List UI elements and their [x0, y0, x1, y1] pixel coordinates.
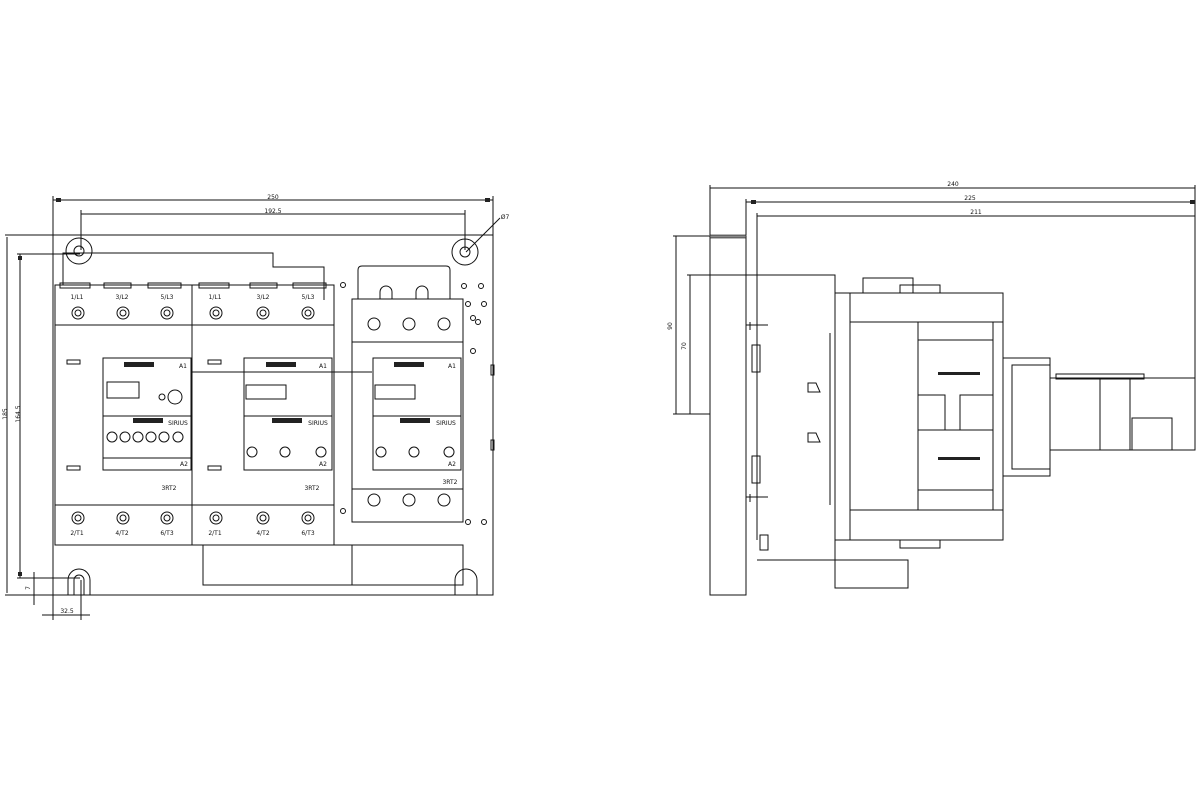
mounting-plate-side	[709, 235, 747, 596]
dimension-label: 250	[267, 194, 279, 201]
dimension-hole-spacing-horizontal: 192.5	[80, 208, 466, 250]
brand-label: SIRIUS	[436, 420, 456, 427]
terminal-label: A1	[319, 363, 327, 370]
dimension-label: 211	[970, 209, 982, 216]
mounting-plate	[52, 234, 494, 596]
dimension-overall-width: 250	[52, 194, 494, 240]
terminal-label: A2	[180, 461, 188, 468]
terminal-label: 5/L3	[302, 294, 315, 301]
dimension-height-lower: 70	[681, 274, 760, 414]
front-view: 250 192.5 Ø7 185 164.5 7	[2, 194, 509, 620]
dimension-label: 70	[681, 342, 688, 350]
contactor-2: 1/L1 3/L2 5/L3 2/T1 4/T2 6/T3 SIRIUS A1 …	[191, 282, 335, 546]
dimension-label: 225	[964, 195, 976, 202]
overload-relay-side	[1002, 357, 1196, 477]
terminal-label: A2	[448, 461, 456, 468]
plate-holes	[340, 282, 495, 525]
brand-label: SIRIUS	[168, 420, 188, 427]
lower-busbar	[202, 544, 464, 586]
terminal-label: 5/L3	[161, 294, 174, 301]
terminal-label: 1/L1	[71, 294, 84, 301]
terminal-label: 6/T3	[301, 530, 315, 537]
dimension-height-upper: 90	[667, 235, 710, 415]
terminal-label: 4/T2	[115, 530, 129, 537]
contactor-3: SIRIUS A1 A2 3RT2	[351, 265, 464, 523]
dimension-overall-height: 185	[2, 234, 493, 596]
din-rail-clips	[746, 322, 769, 551]
dimension-label: 32.5	[60, 608, 74, 615]
terminal-label: 3/L2	[257, 294, 270, 301]
contactor-1: 1/L1 3/L2 5/L3 2/T1 4/T2 6/T3 SIRIUS A2 …	[54, 282, 193, 546]
terminal-label: 1/L1	[209, 294, 222, 301]
dimension-depth-from-plate: 225	[745, 195, 1195, 235]
mounting-holes	[65, 237, 479, 595]
terminal-label: 2/T1	[208, 530, 222, 537]
terminal-label: 4/T2	[256, 530, 270, 537]
terminal-label: A1	[448, 363, 456, 370]
terminal-label: A1	[179, 363, 187, 370]
terminal-label: 3/L2	[116, 294, 129, 301]
dimension-overall-depth: 240	[709, 181, 1196, 378]
brand-label: SIRIUS	[308, 420, 328, 427]
type-label: 3RT2	[304, 485, 319, 492]
side-view: 240 225 211 90 70	[667, 181, 1196, 596]
dimension-label: 185	[2, 408, 9, 420]
dimension-hole-spacing-vertical: 164.5	[15, 253, 80, 579]
dimension-label: 240	[947, 181, 959, 188]
type-label: 3RT2	[442, 479, 457, 486]
terminal-label: 2/T1	[70, 530, 84, 537]
dimension-label: 7	[25, 586, 32, 590]
dimension-label: 90	[667, 322, 674, 330]
terminal-label: A2	[319, 461, 327, 468]
dimension-label: Ø7	[501, 214, 510, 221]
dimension-label: 164.5	[15, 405, 22, 422]
dimension-hole-offset-left: 32.5	[42, 580, 90, 620]
type-label: 3RT2	[161, 485, 176, 492]
contactor-body-side	[757, 274, 1004, 589]
busbar-cover	[62, 252, 325, 300]
dimension-hole-diameter: Ø7	[465, 214, 510, 253]
terminal-label: 6/T3	[160, 530, 174, 537]
dimension-depth-from-rail: 211	[756, 209, 1195, 540]
dimension-hole-offset-bottom: 7	[25, 572, 35, 605]
dimension-label: 192.5	[264, 208, 281, 215]
